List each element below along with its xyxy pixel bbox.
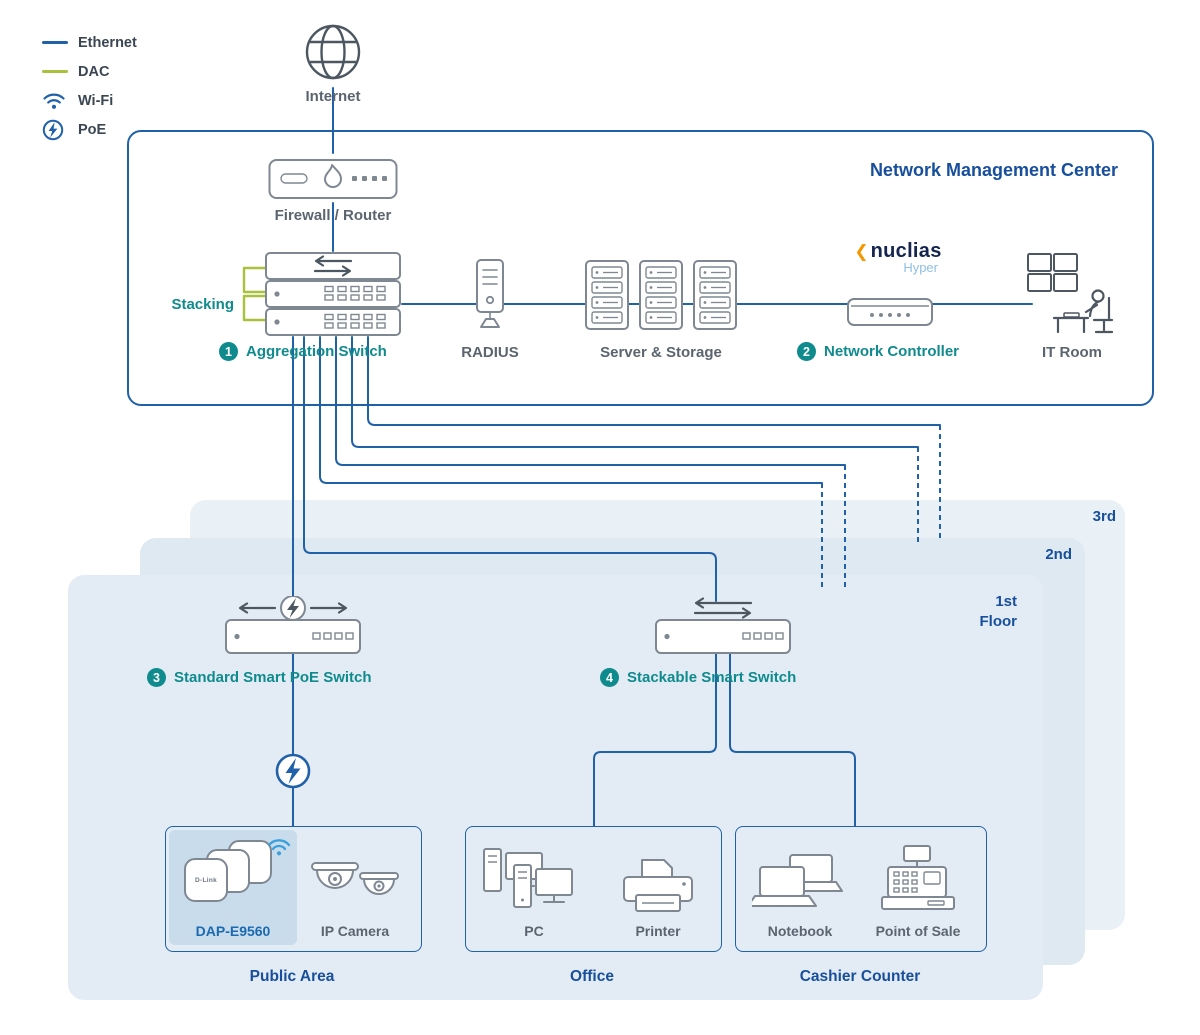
office-box: PC Printer xyxy=(465,826,722,952)
stacking-label: Stacking xyxy=(171,296,234,313)
firewall-router-label: Firewall / Router xyxy=(274,207,392,224)
legend-label: Ethernet xyxy=(78,34,137,51)
poe-line-icon xyxy=(275,753,311,789)
floor-tag-1st-line1: 1st xyxy=(995,593,1017,610)
radius-label: RADIUS xyxy=(461,344,519,361)
stackable-switch-label: Stackable Smart Switch xyxy=(627,669,797,686)
legend-row-dac: DAC xyxy=(42,57,137,86)
aggregation-switch-label-row: 1 Aggregation Switch xyxy=(219,342,387,361)
legend-label: DAC xyxy=(78,63,110,80)
legend-row-ethernet: Ethernet xyxy=(42,28,137,57)
dlink-brand-text: D-Link xyxy=(194,877,218,884)
network-controller-icon xyxy=(847,298,933,326)
it-room-label: IT Room xyxy=(1042,344,1102,361)
printer-label: Printer xyxy=(635,923,681,939)
nuclias-brand-text: nuclias xyxy=(870,240,942,262)
badge-4: 4 xyxy=(600,668,619,687)
stackable-switch-icon xyxy=(655,597,791,654)
wifi-icon xyxy=(43,93,65,109)
ip-camera-label: IP Camera xyxy=(320,923,390,939)
internet-label: Internet xyxy=(305,88,361,105)
floor-tag-3rd: 3rd xyxy=(1092,508,1116,525)
point-of-sale-label: Point of Sale xyxy=(875,923,961,939)
server-storage-label: Server & Storage xyxy=(600,344,722,361)
firewall-router-icon xyxy=(268,159,398,199)
nmc-title: Network Management Center xyxy=(869,160,1118,180)
server-storage-icon xyxy=(585,260,737,330)
notebook-icon xyxy=(752,854,843,907)
it-room-icon xyxy=(1027,253,1114,334)
pc-icon xyxy=(483,848,573,908)
dap-subbox: D-Link DAP-E9560 xyxy=(169,830,297,945)
floor-tag-1st: 1st Floor xyxy=(955,592,1018,631)
floor-tag-2nd: 2nd xyxy=(1045,546,1072,563)
internet-globe-icon xyxy=(305,24,361,80)
aggregation-switch-label: Aggregation Switch xyxy=(246,343,387,360)
cashier-counter-box: Notebook Point of Sale xyxy=(735,826,987,952)
cashier-counter-title: Cashier Counter xyxy=(799,968,921,985)
office-title: Office xyxy=(570,968,614,985)
public-area-box: D-Link DAP-E9560 IP Camera xyxy=(165,826,422,952)
badge-2: 2 xyxy=(797,342,816,361)
floor-tag-1st-line2: Floor xyxy=(979,612,1018,630)
aggregation-switch-icon xyxy=(265,252,401,336)
ap-wifi-icon xyxy=(267,839,291,856)
legend: Ethernet DAC Wi-Fi PoE xyxy=(42,28,137,144)
legend-label: PoE xyxy=(78,121,107,138)
public-area-title: Public Area xyxy=(249,968,335,985)
dac-line-icon xyxy=(42,70,68,73)
badge-1: 1 xyxy=(219,342,238,361)
network-controller-label-row: 2 Network Controller xyxy=(797,342,959,361)
badge-3: 3 xyxy=(147,668,166,687)
stackable-switch-label-row: 4 Stackable Smart Switch xyxy=(600,668,796,687)
point-of-sale-icon xyxy=(881,845,955,910)
radius-server-icon xyxy=(476,259,504,328)
printer-icon xyxy=(623,859,693,912)
ethernet-line-icon xyxy=(42,41,68,44)
poe-switch-label-row: 3 Standard Smart PoE Switch xyxy=(147,668,372,687)
poe-icon xyxy=(42,119,64,140)
poe-switch-icon xyxy=(225,596,361,654)
pc-label: PC xyxy=(524,923,544,939)
access-point-icon xyxy=(184,840,272,902)
nuclias-hyper-text: Hyper xyxy=(903,260,938,275)
legend-row-wifi: Wi-Fi xyxy=(42,86,137,115)
ip-camera-icon xyxy=(311,862,399,895)
dap-model-label: DAP-E9560 xyxy=(195,923,271,939)
nuclias-logo: ❮nuclias Hyper xyxy=(842,240,954,275)
nuclias-chevron-icon: ❮ xyxy=(854,242,869,261)
poe-switch-label: Standard Smart PoE Switch xyxy=(174,669,372,686)
network-controller-label: Network Controller xyxy=(824,343,960,360)
legend-label: Wi-Fi xyxy=(78,92,114,109)
notebook-label: Notebook xyxy=(767,923,833,939)
legend-row-poe: PoE xyxy=(42,115,137,144)
